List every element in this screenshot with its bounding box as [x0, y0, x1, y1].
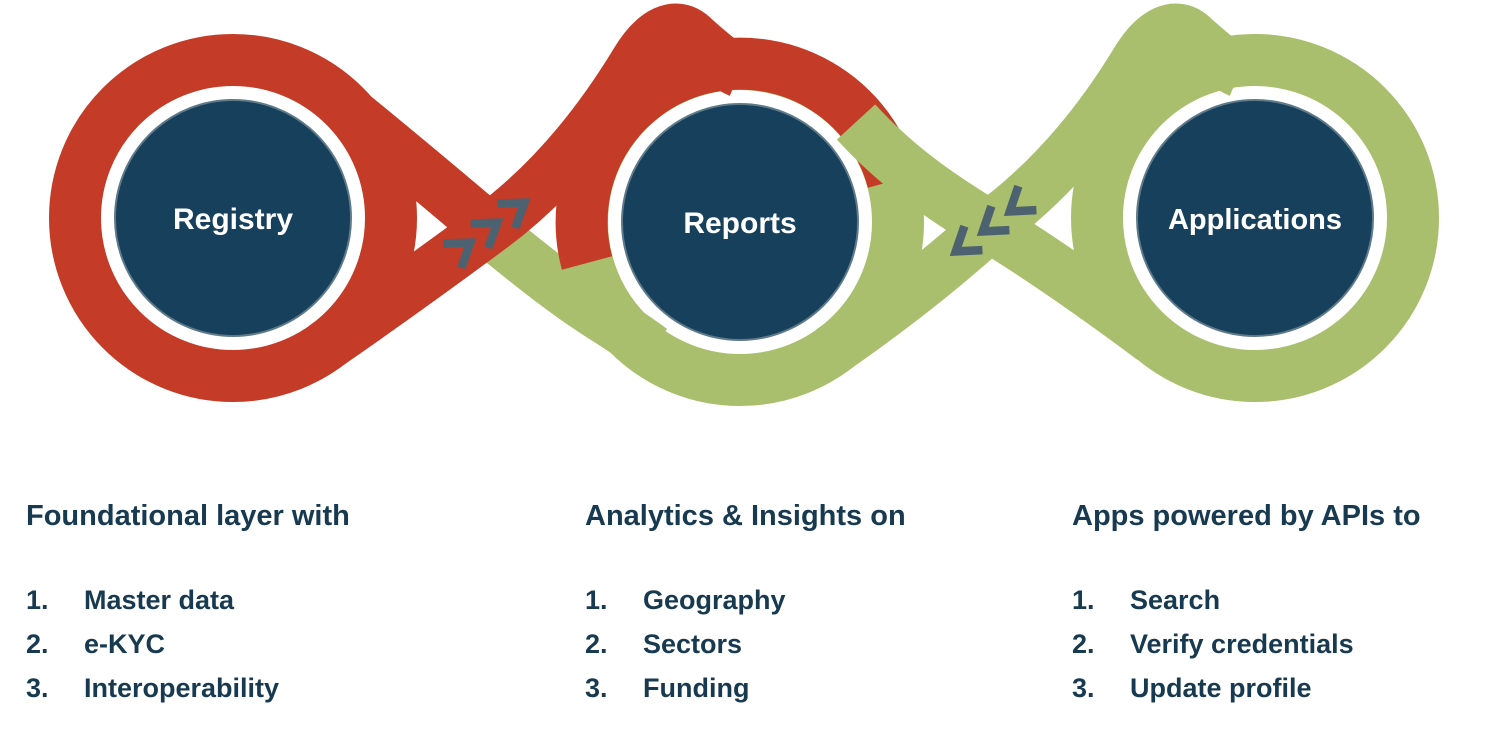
chevron-right-icon: [470, 218, 504, 250]
registry-loop: [49, 34, 417, 402]
list-number: 3.: [1072, 673, 1095, 703]
chevron-right-icon: [443, 238, 477, 270]
list-text: Interoperability: [84, 673, 280, 703]
list-text: Geography: [643, 585, 786, 615]
applications-node-label: Applications: [1168, 204, 1342, 236]
column-heading: Apps powered by APIs to: [1072, 500, 1421, 532]
chevrons-right-icon: [443, 198, 531, 270]
chevron-left-icon: [1003, 184, 1037, 216]
list-text: Verify credentials: [1130, 629, 1354, 659]
list-text: Master data: [84, 585, 235, 615]
column-heading: Foundational layer with: [26, 500, 350, 532]
column-list: 1. Master data 2. e-KYC 3. Interoperabil…: [26, 585, 350, 717]
list-number: 2.: [585, 629, 608, 659]
column-list: 1. Search 2. Verify credentials 3. Updat…: [1072, 585, 1421, 717]
list-item: 1. Search: [1072, 585, 1421, 629]
list-number: 3.: [585, 673, 608, 703]
list-text: Sectors: [643, 629, 743, 659]
list-item: 2. Sectors: [585, 629, 906, 673]
column-applications: Apps powered by APIs to 1. Search 2. Ver…: [1072, 500, 1421, 717]
list-item: 2. e-KYC: [26, 629, 350, 673]
chevrons-left-icon: [949, 184, 1037, 256]
list-text: Funding: [643, 673, 750, 703]
registry-node-label: Registry: [173, 203, 293, 236]
list-number: 1.: [1072, 585, 1095, 615]
applications-node-circle: [1136, 99, 1374, 337]
list-item: 3. Funding: [585, 673, 906, 717]
list-text: Update profile: [1130, 673, 1312, 703]
list-number: 3.: [26, 673, 49, 703]
list-number: 2.: [26, 629, 49, 659]
applications-loop: [1071, 34, 1439, 402]
list-item: 3. Interoperability: [26, 673, 350, 717]
list-item: 1. Geography: [585, 585, 906, 629]
column-list: 1. Geography 2. Sectors 3. Funding: [585, 585, 906, 717]
red-flow-band: [309, 3, 752, 369]
list-number: 1.: [585, 585, 608, 615]
column-reports: Analytics & Insights on 1. Geography 2. …: [585, 500, 906, 717]
chevron-left-icon: [949, 224, 983, 256]
list-item: 1. Master data: [26, 585, 350, 629]
chevron-left-icon: [976, 204, 1010, 236]
list-number: 1.: [26, 585, 49, 615]
green-flow-band: [816, 3, 1252, 373]
registry-node-circle: [114, 99, 352, 337]
list-text: Search: [1130, 585, 1221, 615]
list-item: 3. Update profile: [1072, 673, 1421, 717]
chevron-right-icon: [497, 198, 531, 230]
reports-node-circle: [621, 103, 859, 341]
list-number: 2.: [1072, 629, 1095, 659]
column-heading: Analytics & Insights on: [585, 500, 906, 532]
reports-node-label: Reports: [683, 207, 796, 240]
list-text: e-KYC: [84, 629, 166, 659]
list-item: 2. Verify credentials: [1072, 629, 1421, 673]
column-registry: Foundational layer with 1. Master data 2…: [26, 500, 350, 717]
